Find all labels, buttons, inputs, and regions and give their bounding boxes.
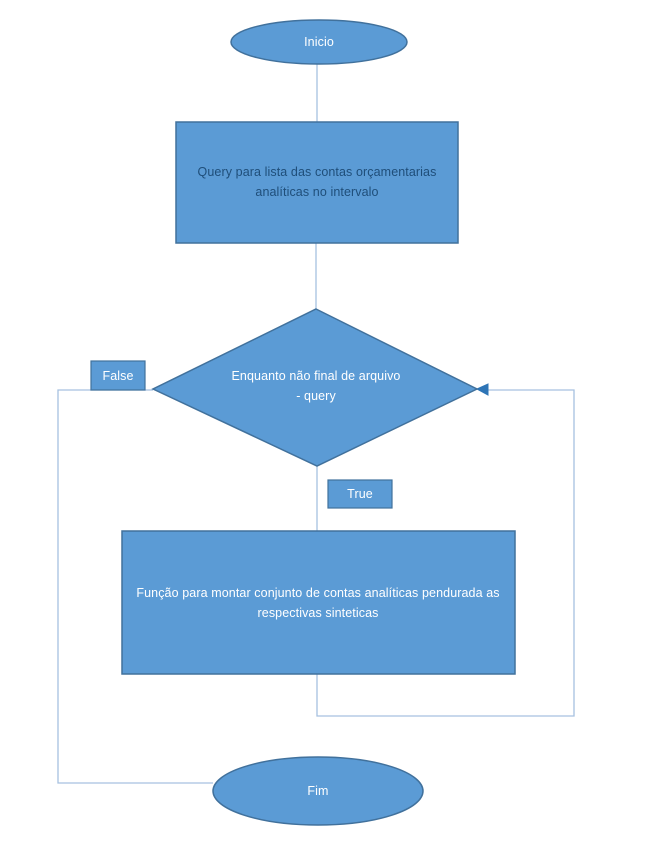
node-end-ellipse — [212, 756, 424, 826]
node-process-query-rect — [175, 121, 459, 244]
process-query-label: Query para lista das contas orçamentaria… — [197, 165, 437, 199]
branch-true-label: True — [347, 487, 373, 501]
branch-true-box — [327, 479, 393, 509]
branch-false-box — [90, 360, 146, 391]
node-process-build-rect — [121, 530, 516, 675]
process-build-label: Função para montar conjunto de contas an… — [136, 586, 500, 620]
loop-arrowhead-icon — [475, 383, 489, 396]
branch-false-label: False — [102, 369, 134, 383]
connector-loop-back — [316, 389, 575, 717]
end-label: Fim — [307, 784, 329, 798]
decision-loop-label: Enquanto não final de arquivo - query — [231, 369, 401, 403]
node-start-ellipse — [230, 19, 408, 65]
node-decision-diamond — [151, 308, 479, 467]
start-label: Inicio — [304, 35, 334, 49]
